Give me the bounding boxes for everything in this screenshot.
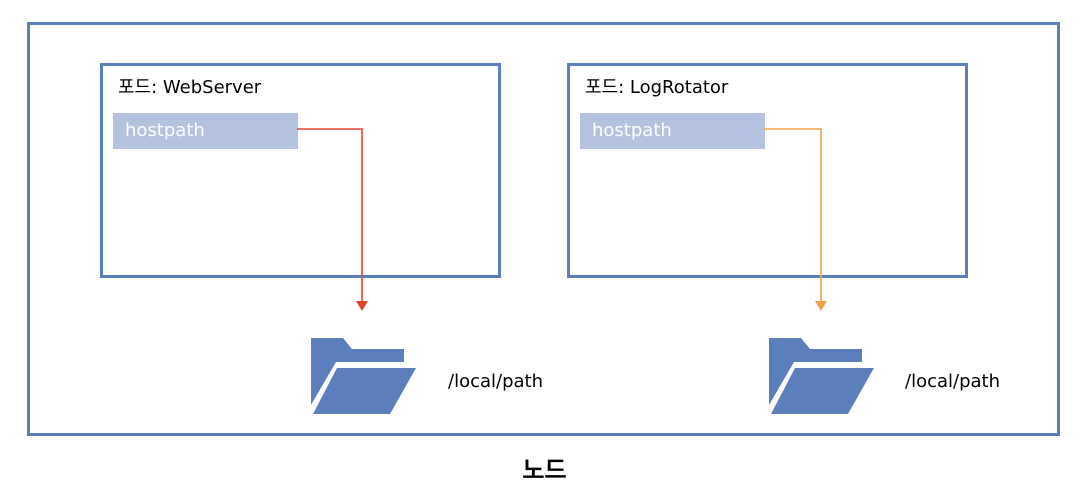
pod-logrotator: 포드: LogRotator hostpath	[567, 63, 968, 278]
pod-webserver-hostpath-volume: hostpath	[113, 113, 298, 149]
node-label: 노드	[522, 456, 567, 484]
pod-logrotator-hostpath-volume: hostpath	[580, 113, 765, 149]
host-path-label-webserver: /local/path	[448, 371, 543, 392]
pod-webserver: 포드: WebServer hostpath	[100, 63, 501, 278]
node-box	[27, 22, 1060, 436]
pod-webserver-title: 포드: WebServer	[118, 77, 262, 98]
folder-open-icon	[769, 338, 874, 414]
folder-open-icon	[311, 338, 416, 414]
webserver-mount-arrow	[297, 128, 368, 311]
host-path-label-logrotator: /local/path	[905, 371, 1000, 392]
logrotator-mount-arrow	[764, 128, 827, 311]
pod-logrotator-title: 포드: LogRotator	[585, 77, 729, 98]
